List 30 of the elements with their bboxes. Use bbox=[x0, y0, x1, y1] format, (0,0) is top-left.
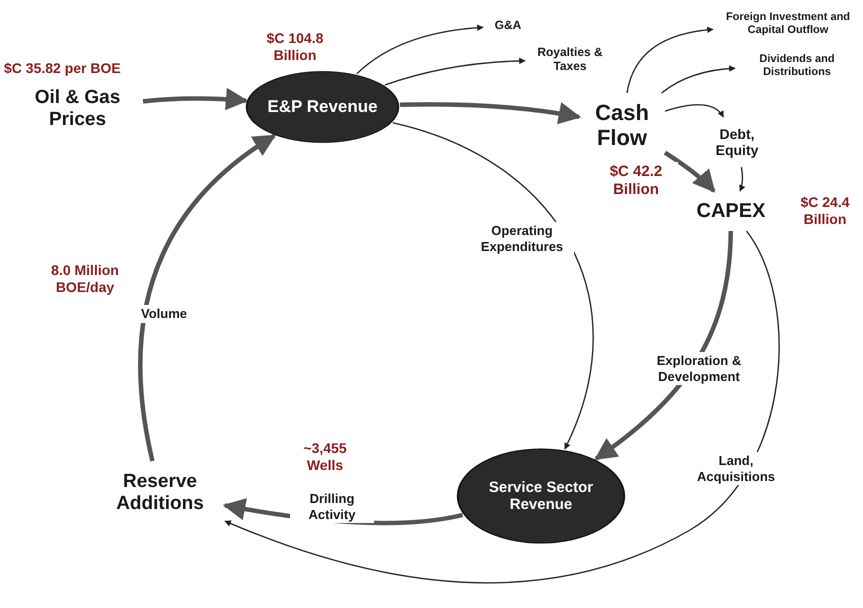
value-note: ~3,455 Wells bbox=[302, 440, 348, 474]
arrow bbox=[626, 26, 714, 94]
node-label: Cash Flow bbox=[582, 96, 662, 154]
value-note: $C 35.82 per BOE bbox=[4, 60, 122, 77]
arrow bbox=[224, 230, 780, 584]
node-label: Foreign Investment and Capital Outflow bbox=[716, 6, 860, 42]
arrow bbox=[661, 65, 736, 94]
value-note: 8.0 Million BOE/day bbox=[50, 262, 120, 296]
node-text: E&P Revenue bbox=[267, 97, 378, 117]
arrow bbox=[356, 24, 484, 74]
arrow bbox=[664, 104, 724, 118]
arrow bbox=[138, 134, 276, 462]
node-label: Oil & Gas Prices bbox=[15, 84, 140, 134]
node-label: G&A bbox=[486, 16, 530, 36]
node-label: Debt, Equity bbox=[702, 120, 772, 164]
node-label: CAPEX bbox=[688, 194, 774, 228]
arrow bbox=[142, 88, 248, 110]
arrow bbox=[400, 102, 582, 124]
node-text: Service Sector Revenue bbox=[488, 478, 594, 514]
arrow bbox=[739, 166, 746, 192]
arrow bbox=[384, 58, 526, 86]
arrow bbox=[392, 122, 594, 450]
value-note: $C 24.4 Billion bbox=[799, 194, 851, 228]
value-note: $C 104.8 Billion bbox=[266, 30, 324, 64]
process-ellipse bbox=[456, 447, 626, 545]
node-label: Dividends and Distributions bbox=[738, 48, 856, 84]
arrow bbox=[664, 150, 716, 193]
node-label: Reserve Additions bbox=[98, 464, 222, 522]
process-ellipse bbox=[245, 70, 400, 144]
node-label: Royalties & Taxes bbox=[528, 42, 612, 78]
